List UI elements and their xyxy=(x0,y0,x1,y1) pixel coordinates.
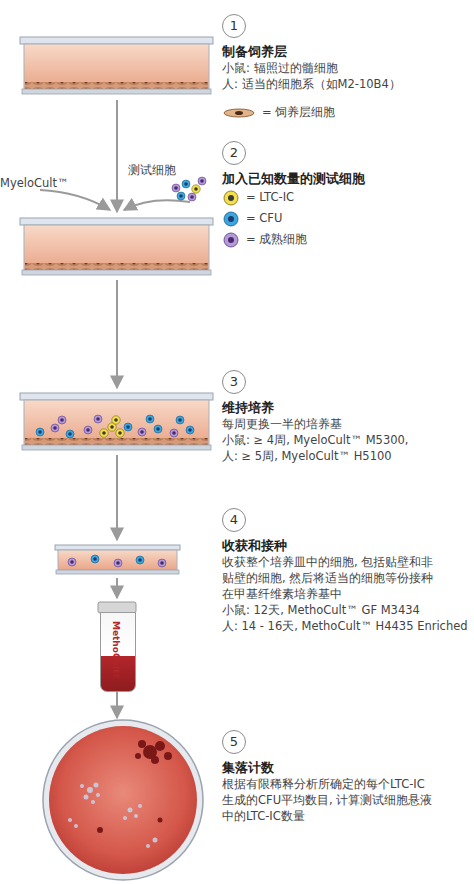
step-number: 5 xyxy=(222,730,246,754)
cells xyxy=(36,415,194,438)
test-cells xyxy=(172,177,206,201)
legend-text: = LTC-IC xyxy=(246,190,294,204)
step-text: 小鼠: ≥ 4周, MyeloCult™ M5300, xyxy=(222,432,474,448)
step-text: 小鼠: 辐照过的髓细胞 xyxy=(222,60,474,76)
step-number: 2 xyxy=(222,141,246,165)
step-number: 3 xyxy=(222,370,246,394)
culture-dish xyxy=(20,37,213,94)
legend-swatch xyxy=(222,104,258,122)
step-text: 根据有限稀释分析所确定的每个LTC-IC生成的CFU平均数目, 计算测试细胞悬液… xyxy=(222,776,434,824)
culture-dish xyxy=(20,393,213,450)
step-text: 人: 适当的细胞系（如M2-10B4） xyxy=(222,76,474,92)
source-label: MyeloCult™ xyxy=(0,176,69,190)
step-text: 人: 14 - 16天, MethoCult™ H4435 Enriched xyxy=(222,618,474,634)
step-block: 2 加入已知数量的测试细胞 xyxy=(222,141,474,187)
step-block: 5 集落计数根据有限稀释分析所确定的每个LTC-IC生成的CFU平均数目, 计算测… xyxy=(222,730,474,824)
step-text: 每周更换一半的培养基 xyxy=(222,416,474,432)
colony-plate xyxy=(43,720,203,880)
step-block: 1 制备饲养层小鼠: 辐照过的髓细胞人: 适当的细胞系（如M2-10B4） xyxy=(222,14,474,92)
step-text: 小鼠: 12天, MethoCult™ GF M3434 xyxy=(222,602,474,618)
step-block: 3 维持培养每周更换一半的培养基小鼠: ≥ 4周, MyeloCult™ M530… xyxy=(222,370,474,464)
reagent-tube: MethoCult™ xyxy=(100,612,136,692)
step-heading: 维持培养 xyxy=(222,400,474,416)
step-block: 4 收获和接种收获整个培养皿中的细胞, 包括贴壁和非贴壁的细胞, 然后将适当的细胞… xyxy=(222,508,474,634)
step-number: 4 xyxy=(222,508,246,532)
step-heading: 加入已知数量的测试细胞 xyxy=(222,171,474,187)
step-heading: 收获和接种 xyxy=(222,538,474,554)
step-text: 人: ≥ 5周, MyeloCult™ H5100 xyxy=(222,448,474,464)
culture-dish xyxy=(20,218,213,275)
tube-label: MethoCult™ xyxy=(111,621,121,683)
step-heading: 集落计数 xyxy=(222,760,474,776)
small-dish xyxy=(55,545,180,574)
legend-text: = CFU xyxy=(246,211,282,225)
step-number: 1 xyxy=(222,14,246,38)
step-heading: 制备饲养层 xyxy=(222,44,474,60)
legend-text: = 饲养层细胞 xyxy=(262,105,335,120)
legend-text: = 成熟细胞 xyxy=(246,232,307,247)
source-label: 测试细胞 xyxy=(128,163,176,178)
flow-arrows xyxy=(40,100,190,718)
step-text: 收获整个培养皿中的细胞, 包括贴壁和非贴壁的细胞, 然后将适当的细胞等份接种在甲… xyxy=(222,554,434,602)
